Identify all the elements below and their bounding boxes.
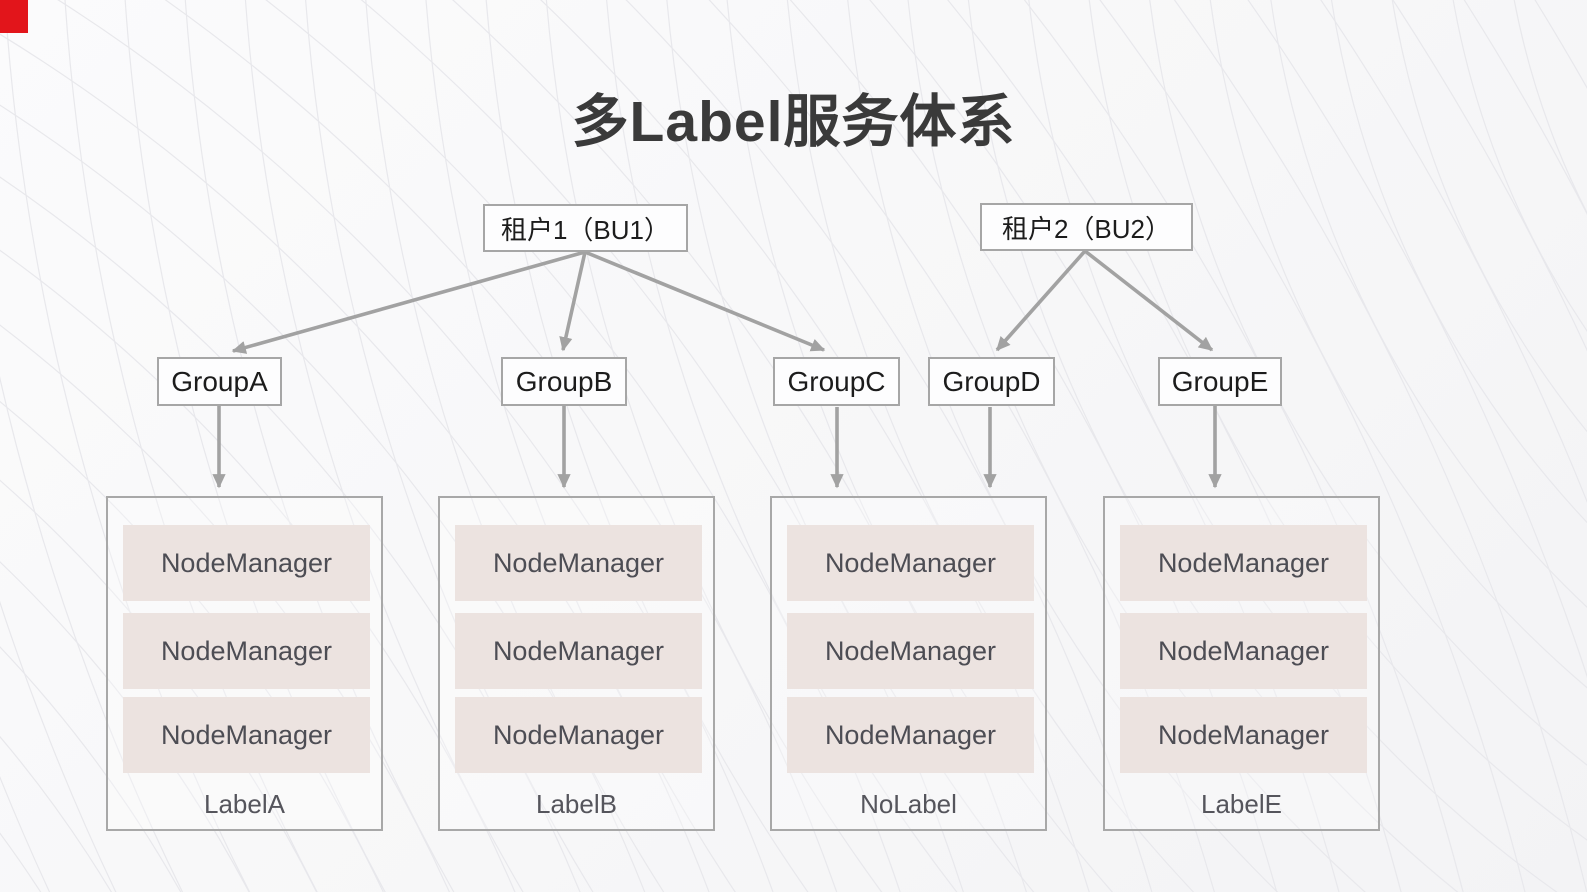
group-label: GroupA bbox=[171, 365, 268, 397]
tenant-label: 租户1（BU1） bbox=[500, 214, 671, 245]
node-manager-label: NodeManager bbox=[492, 547, 665, 578]
node-manager-label: NodeManager bbox=[160, 635, 333, 666]
group-box-e: GroupE bbox=[1158, 357, 1282, 406]
slide-title: 多Label服务体系 bbox=[571, 90, 1016, 154]
tenant-box-bu1: 租户1（BU1） bbox=[483, 204, 688, 252]
cluster-caption: LabelA bbox=[204, 789, 285, 819]
tenant-box-bu2: 租户2（BU2） bbox=[980, 203, 1193, 251]
node-manager-label: NodeManager bbox=[160, 547, 333, 578]
node-manager-box: NodeManager bbox=[787, 697, 1034, 773]
node-manager-label: NodeManager bbox=[1157, 719, 1330, 750]
group-box-c: GroupC bbox=[773, 357, 900, 406]
node-manager-label: NodeManager bbox=[492, 635, 665, 666]
node-manager-box: NodeManager bbox=[455, 697, 702, 773]
group-box-a: GroupA bbox=[157, 357, 282, 406]
node-manager-box: NodeManager bbox=[455, 613, 702, 689]
node-manager-box: NodeManager bbox=[123, 697, 370, 773]
node-manager-box: NodeManager bbox=[123, 525, 370, 601]
node-manager-label: NodeManager bbox=[1157, 635, 1330, 666]
node-manager-box: NodeManager bbox=[455, 525, 702, 601]
cluster-caption: LabelE bbox=[1201, 789, 1282, 819]
node-manager-box: NodeManager bbox=[1120, 697, 1367, 773]
group-label: GroupC bbox=[787, 365, 886, 397]
cluster-caption: LabelB bbox=[536, 789, 617, 819]
cluster-box-nolabel: NodeManager NodeManager NodeManager NoLa… bbox=[770, 496, 1047, 831]
node-manager-box: NodeManager bbox=[787, 525, 1034, 601]
cluster-box-labelb: NodeManager NodeManager NodeManager Labe… bbox=[438, 496, 715, 831]
group-label: GroupB bbox=[515, 365, 613, 397]
node-manager-box: NodeManager bbox=[1120, 525, 1367, 601]
group-label: GroupE bbox=[1171, 365, 1269, 397]
node-manager-label: NodeManager bbox=[1157, 547, 1330, 578]
node-manager-label: NodeManager bbox=[492, 719, 665, 750]
node-manager-box: NodeManager bbox=[123, 613, 370, 689]
node-manager-box: NodeManager bbox=[787, 613, 1034, 689]
node-manager-label: NodeManager bbox=[824, 635, 997, 666]
node-manager-label: NodeManager bbox=[160, 719, 333, 750]
node-manager-label: NodeManager bbox=[824, 547, 997, 578]
node-manager-box: NodeManager bbox=[1120, 613, 1367, 689]
group-box-d: GroupD bbox=[928, 357, 1055, 406]
cluster-box-labele: NodeManager NodeManager NodeManager Labe… bbox=[1103, 496, 1380, 831]
cluster-caption: NoLabel bbox=[860, 789, 957, 819]
corner-marker bbox=[0, 0, 28, 33]
cluster-box-labela: NodeManager NodeManager NodeManager Labe… bbox=[106, 496, 383, 831]
group-label: GroupD bbox=[942, 365, 1041, 397]
group-box-b: GroupB bbox=[501, 357, 627, 406]
node-manager-label: NodeManager bbox=[824, 719, 997, 750]
tenant-label: 租户2（BU2） bbox=[1001, 213, 1172, 244]
